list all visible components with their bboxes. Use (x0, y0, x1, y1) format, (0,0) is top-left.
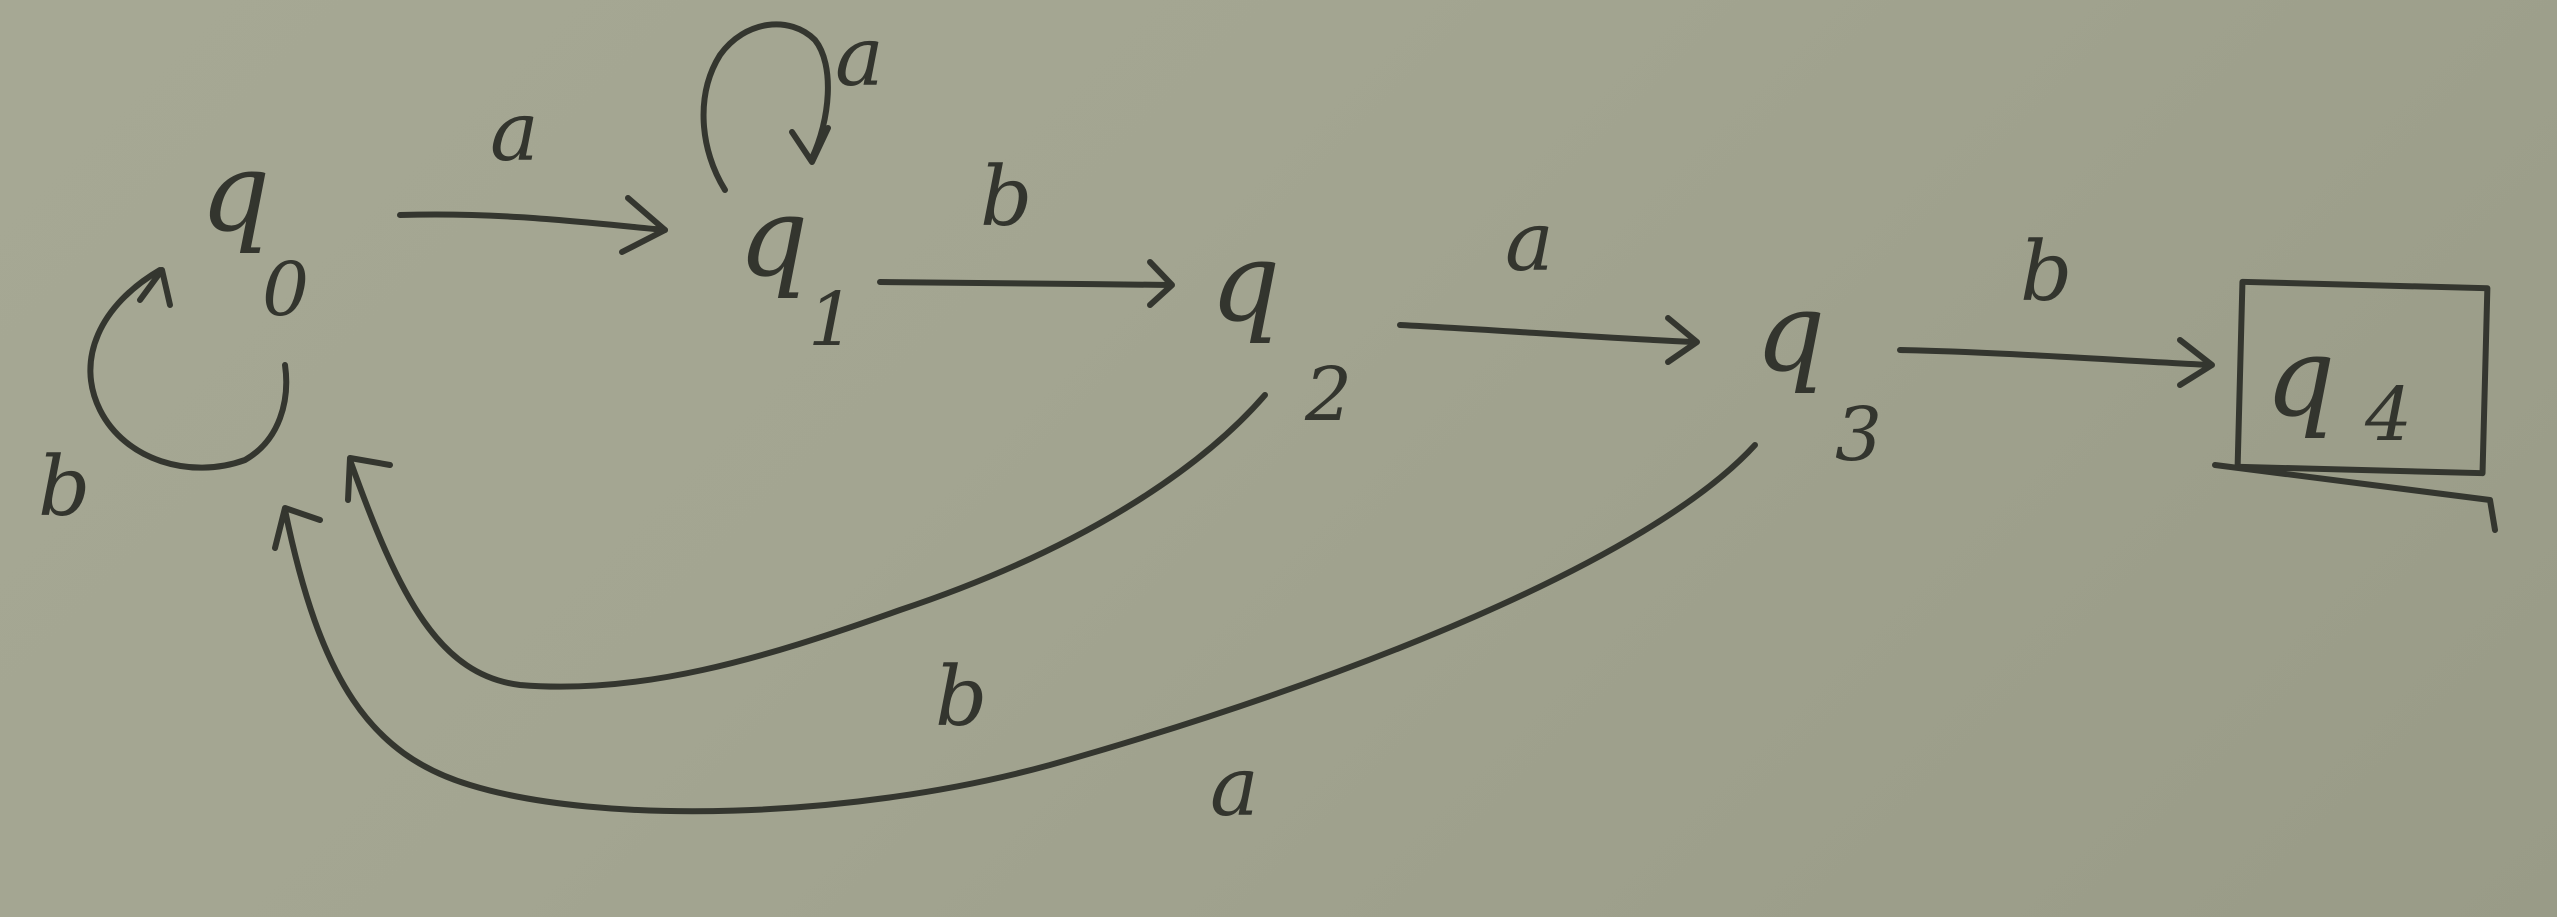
state-q2-letter: q (1210, 218, 1280, 346)
accepting-state-box (2234, 278, 2491, 477)
state-q3: q 3 (1755, 268, 1882, 478)
state-q3-letter: q (1755, 268, 1825, 396)
accepting-state-underline (2212, 462, 2498, 533)
state-q0-letter: q (200, 128, 270, 256)
transition-label: b (2020, 225, 2073, 320)
arrowhead-icon (619, 195, 668, 255)
state-q1-subscript: 1 (808, 277, 855, 363)
edge-curve (347, 392, 1268, 690)
state-q0-subscript: 0 (262, 247, 309, 333)
transition-label: a (835, 10, 884, 105)
state-q1-letter: q (738, 173, 808, 301)
transition-q2-q3: a (1397, 195, 1700, 365)
transition-label: a (490, 85, 539, 180)
state-q4-letter: q (2265, 313, 2335, 441)
transition-label: b (980, 150, 1033, 245)
edge-curve (282, 442, 1758, 815)
arrowhead-icon (1147, 259, 1175, 308)
transition-label: a (1505, 195, 1554, 290)
transition-q1-q1: a (700, 10, 884, 193)
edge-line (397, 211, 668, 233)
state-q1: q 1 (738, 173, 855, 363)
state-q3-subscript: 3 (1835, 392, 1882, 478)
self-loop-arc (87, 267, 290, 471)
arrowhead-icon (345, 455, 393, 503)
state-q2: q 2 (1210, 218, 1352, 438)
edge-line (1397, 322, 1698, 345)
edge-line (877, 279, 1173, 288)
self-loop-arc (700, 21, 831, 193)
transition-label: b (38, 440, 91, 535)
transition-q0-q1: a (397, 85, 668, 255)
arrowhead-icon (272, 505, 323, 551)
transition-q0-q0: b (38, 267, 290, 535)
state-q0: q 0 (200, 128, 309, 333)
transition-q1-q2: b (877, 150, 1175, 308)
state-q4-subscript: 4 (2364, 372, 2412, 458)
transition-q2-q0: b (345, 392, 1268, 745)
transition-q3-q4: b (1897, 225, 2215, 388)
transition-label: a (1210, 740, 1259, 835)
edge-line (1897, 347, 2213, 368)
state-q2-subscript: 2 (1304, 352, 1352, 438)
transition-q3-q0: a (272, 442, 1758, 835)
arrowhead-icon (2177, 337, 2215, 388)
arrowhead-icon (137, 267, 173, 308)
arrowhead-icon (789, 125, 831, 165)
arrowhead-icon (1665, 315, 1700, 365)
transition-label: b (935, 650, 988, 745)
state-q4: q 4 (2212, 278, 2498, 533)
